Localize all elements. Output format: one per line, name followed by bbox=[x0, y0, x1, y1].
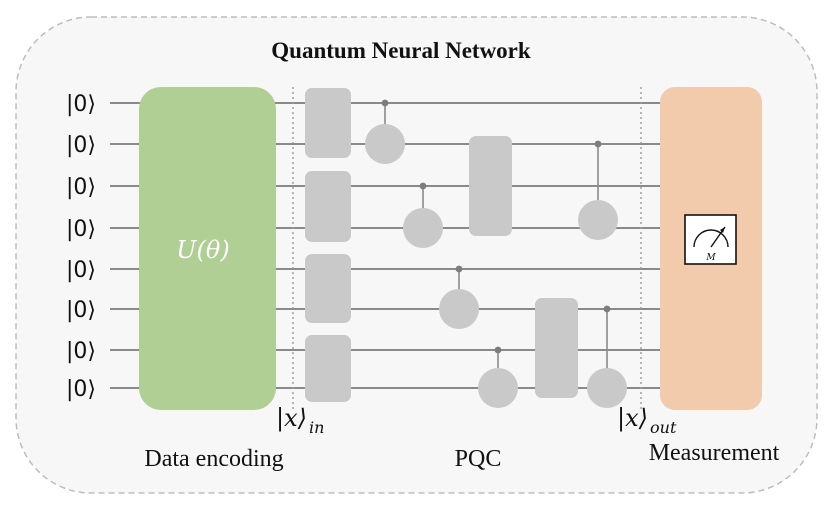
meter-icon: M bbox=[684, 214, 737, 265]
encoding-caption: Data encoding bbox=[144, 446, 283, 472]
output-state-label: |x⟩ out bbox=[617, 404, 677, 437]
controlled-rotation-gate bbox=[578, 200, 618, 240]
qubit-label: |0⟩ bbox=[66, 298, 96, 323]
svg-text:in: in bbox=[309, 418, 324, 437]
qubit-label: |0⟩ bbox=[66, 175, 96, 200]
svg-text:|x⟩: |x⟩ bbox=[617, 404, 648, 433]
two-qubit-gate bbox=[305, 254, 351, 323]
control-dot bbox=[381, 99, 389, 107]
qubit-label: |0⟩ bbox=[66, 258, 96, 283]
controlled-rotation-gate bbox=[365, 124, 405, 164]
two-qubit-gate bbox=[305, 335, 351, 402]
meter-label: M bbox=[705, 253, 716, 263]
controlled-rotation-gate bbox=[478, 368, 518, 408]
svg-text:out: out bbox=[650, 418, 677, 437]
qubit-label: |0⟩ bbox=[66, 92, 96, 117]
qubit-label: |0⟩ bbox=[66, 217, 96, 242]
two-qubit-gate bbox=[469, 136, 512, 236]
pqc-layer bbox=[305, 88, 627, 408]
control-dot bbox=[419, 182, 427, 190]
control-dot bbox=[594, 140, 602, 148]
two-qubit-gate bbox=[305, 88, 351, 158]
controlled-rotation-gate bbox=[403, 208, 443, 248]
pqc-caption: PQC bbox=[455, 446, 502, 472]
control-dot bbox=[603, 305, 611, 313]
control-dot bbox=[494, 346, 502, 354]
measurement-caption: Measurement bbox=[649, 440, 780, 466]
two-qubit-gate bbox=[535, 298, 578, 398]
control-dot bbox=[455, 265, 463, 273]
qubit-label: |0⟩ bbox=[66, 339, 96, 364]
two-qubit-gate bbox=[305, 171, 351, 242]
input-state-label: |x⟩ in bbox=[276, 404, 324, 437]
svg-text:|x⟩: |x⟩ bbox=[276, 404, 307, 433]
encoding-gate-label: U(θ) bbox=[176, 236, 229, 264]
controlled-rotation-gate bbox=[439, 289, 479, 329]
diagram-title: Quantum Neural Network bbox=[271, 38, 531, 63]
qubit-labels: |0⟩ |0⟩ |0⟩ |0⟩ |0⟩ |0⟩ |0⟩ |0⟩ bbox=[66, 92, 96, 402]
qubit-label: |0⟩ bbox=[66, 133, 96, 158]
qubit-label: |0⟩ bbox=[66, 377, 96, 402]
encoding-block bbox=[139, 87, 276, 410]
controlled-rotation-gate bbox=[587, 368, 627, 408]
